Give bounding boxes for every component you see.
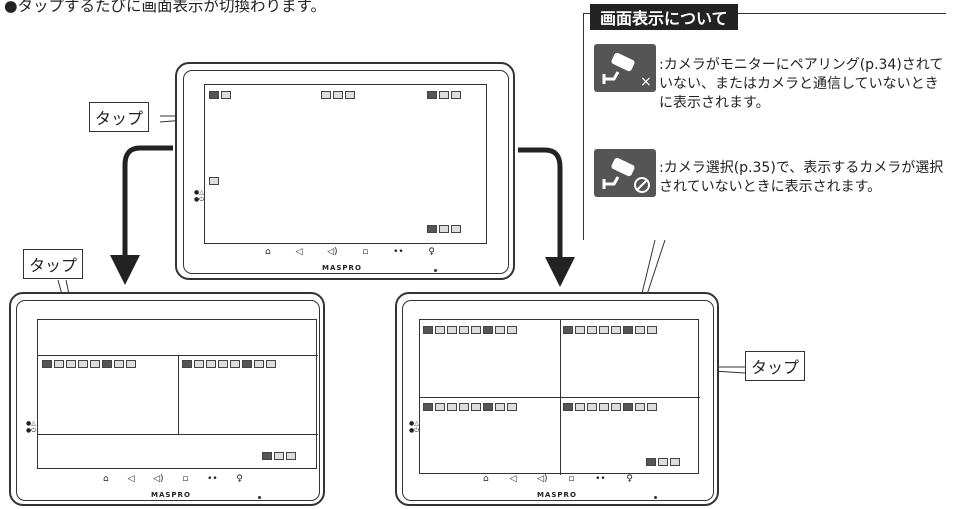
right-switch-arrow — [518, 147, 575, 287]
screen-single[interactable] — [204, 84, 487, 244]
tap-label-right: タップ — [745, 351, 806, 381]
intro-text: ●タップするたびに画面表示が切換わります。 — [4, 0, 326, 15]
status-icon — [439, 91, 449, 99]
monitor-quad-view: ●△●⏻ ⌂ ◁ ◁) ▫ •• ♀ MASPRO — [395, 292, 719, 506]
side-indicator: ●△●⏻ — [194, 189, 204, 203]
control-row: ⌂ ◁ ◁) ▫ •• ♀ — [103, 474, 243, 484]
status-icon — [345, 91, 355, 99]
mic-icon[interactable]: ♀ — [236, 474, 243, 484]
home-icon[interactable]: ⌂ — [483, 474, 489, 484]
rec-icon[interactable]: •• — [393, 247, 404, 257]
info-item-not-paired: :カメラがモニターにペアリング(p.34)されていない、またはカメラと通信してい… — [659, 57, 944, 111]
rec-icon[interactable]: •• — [595, 474, 606, 484]
status-icon — [439, 225, 449, 233]
grid-icon[interactable]: ▫ — [182, 474, 189, 484]
grid-icon[interactable]: ▫ — [362, 247, 369, 257]
volume-up-icon[interactable]: ◁) — [327, 247, 338, 257]
power-led — [434, 269, 437, 272]
status-icon — [209, 91, 219, 99]
camera-not-selected-icon — [594, 149, 656, 197]
status-icon — [427, 91, 437, 99]
control-row: ⌂ ◁ ◁) ▫ •• ♀ — [265, 247, 435, 257]
tap-label-top: タップ — [89, 102, 150, 132]
volume-down-icon[interactable]: ◁ — [127, 474, 135, 484]
status-icon — [209, 177, 219, 185]
brand-logo: MASPRO — [151, 491, 191, 499]
home-icon[interactable]: ⌂ — [103, 474, 109, 484]
rec-icon[interactable]: •• — [207, 474, 218, 484]
status-icon — [333, 91, 343, 99]
info-box: 画面表示について × :カメラがモニターにペアリング(p.34)されていない、ま… — [583, 4, 946, 240]
volume-down-icon[interactable]: ◁ — [295, 247, 303, 257]
control-row: ⌂ ◁ ◁) ▫ •• ♀ — [483, 474, 633, 484]
volume-down-icon[interactable]: ◁ — [509, 474, 517, 484]
info-title: 画面表示について — [590, 4, 738, 30]
brand-logo: MASPRO — [537, 491, 577, 499]
info-item-not-selected: :カメラ選択(p.35)で、表示するカメラが選択されていないときに表示されます。 — [659, 160, 944, 195]
brand-logo: MASPRO — [322, 264, 362, 272]
status-icon — [221, 91, 231, 99]
power-led — [258, 496, 261, 499]
monitor-single-view: ●△●⏻ ⌂ ◁ ◁) ▫ •• ♀ MASPRO — [175, 62, 515, 280]
status-icon — [451, 225, 461, 233]
screen-quad[interactable] — [419, 319, 700, 475]
power-led — [654, 496, 657, 499]
volume-up-icon[interactable]: ◁) — [153, 474, 164, 484]
mic-icon[interactable]: ♀ — [428, 247, 435, 257]
status-icon — [427, 225, 437, 233]
mic-icon[interactable]: ♀ — [626, 474, 633, 484]
status-icon — [321, 91, 331, 99]
side-indicator: ●△●⏻ — [409, 420, 419, 434]
grid-icon[interactable]: ▫ — [568, 474, 575, 484]
camera-not-paired-icon: × — [594, 44, 656, 92]
svg-text:×: × — [640, 74, 652, 90]
screen-split[interactable] — [37, 319, 318, 469]
status-icon — [451, 91, 461, 99]
left-switch-arrow — [110, 145, 173, 285]
home-icon[interactable]: ⌂ — [265, 247, 271, 257]
side-indicator: ●△●⏻ — [26, 420, 36, 434]
volume-up-icon[interactable]: ◁) — [537, 474, 548, 484]
monitor-split-view: ●△●⏻ ⌂ ◁ ◁) ▫ •• ♀ MASPRO — [9, 292, 325, 506]
tap-label-left: タップ — [23, 249, 84, 279]
